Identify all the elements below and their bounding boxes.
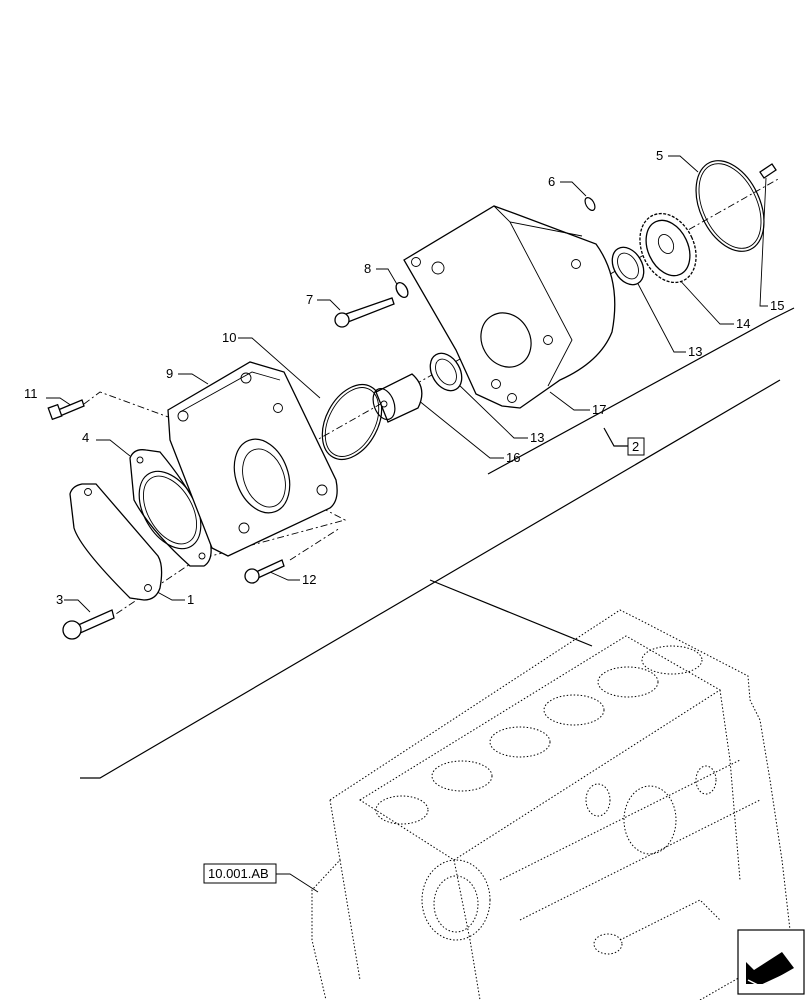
part-5-o-ring [695, 160, 765, 252]
callout-17: 17 [592, 402, 606, 417]
part-10-o-ring [321, 384, 383, 460]
callout-15: 15 [770, 298, 784, 313]
callout-1: 1 [187, 592, 194, 607]
part-12-bolt [244, 559, 285, 584]
callout-2-group: 2 [627, 437, 645, 456]
part-17-housing [403, 205, 616, 409]
callout-11: 11 [24, 386, 38, 401]
part-6-snap-ring [584, 197, 596, 211]
callout-8: 8 [364, 261, 371, 276]
callout-14: 14 [736, 316, 750, 331]
callout-6: 6 [548, 174, 555, 189]
callout-13-upper: 13 [688, 344, 702, 359]
callout-4: 4 [82, 430, 89, 445]
part-16-sleeve [372, 373, 423, 423]
part-3-bolt [62, 609, 115, 640]
part-7-bolt [334, 297, 395, 328]
part-15-screw [759, 163, 777, 179]
part-13-bushing-upper [611, 246, 645, 286]
callout-5: 5 [656, 148, 663, 163]
section-reference-label: 10.001.AB [208, 866, 269, 881]
callout-labels: 11 4 3 1 12 9 10 7 8 6 5 15 14 13 17 13 … [24, 148, 784, 607]
leader-lines [46, 155, 795, 893]
section-reference[interactable]: 10.001.AB [203, 863, 277, 884]
part-1-cover-plate [69, 483, 163, 601]
arrow-nav-icon[interactable] [737, 929, 805, 995]
part-9-adapter-plate [167, 361, 338, 557]
part-13-bushing-lower [429, 352, 463, 392]
callout-12: 12 [302, 572, 316, 587]
callout-10: 10 [222, 330, 236, 345]
callout-3: 3 [56, 592, 63, 607]
callout-2: 2 [632, 439, 639, 454]
engine-block [311, 609, 791, 1001]
part-8-washer [395, 281, 409, 299]
part-14-gear [639, 212, 697, 284]
callout-16: 16 [506, 450, 520, 465]
callout-9: 9 [166, 366, 173, 381]
part-11-bolt [47, 399, 85, 421]
callout-7: 7 [306, 292, 313, 307]
callout-13-lower: 13 [530, 430, 544, 445]
